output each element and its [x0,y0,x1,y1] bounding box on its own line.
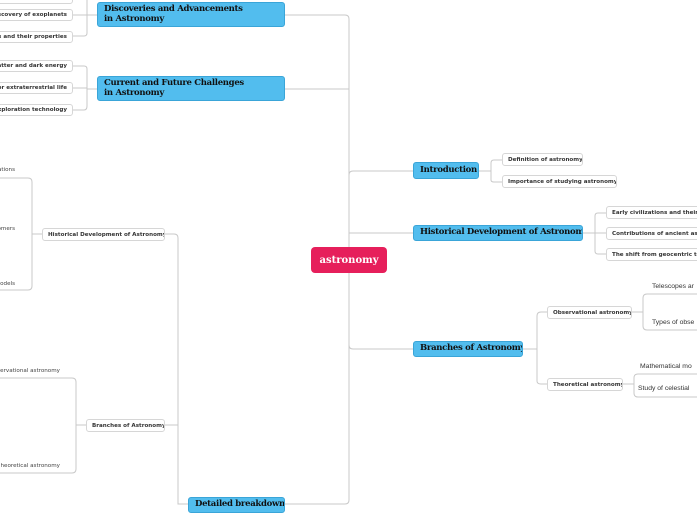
subtopic[interactable]: matter and dark energy [0,60,73,72]
subtopic[interactable]: exploration technology [0,104,73,116]
topic-discoveries[interactable]: Discoveries and Advancements in Astronom… [97,2,285,27]
topic-branches[interactable]: Branches of Astronomy [413,341,523,357]
subtopic[interactable]: Early civilizations and their a [606,206,697,219]
subtopic[interactable]: The shift from geocentric to h [606,248,697,261]
topic-introduction[interactable]: Introduction [413,162,479,179]
topic-label: Introduction [420,164,477,175]
topic-challenges[interactable]: Current and Future Challenges in Astrono… [97,76,285,101]
topic-label: Current and Future Challenges in Astrono… [104,78,244,98]
subtopic[interactable]: Importance of studying astronomy [502,175,617,188]
root-topic[interactable]: astronomy [311,247,387,273]
leaf-text[interactable]: Types of obse [652,319,695,326]
leaf-text[interactable]: odels [0,281,15,287]
subtopic[interactable]: for extraterrestrial life [0,82,73,94]
subtopic[interactable]: Contributions of ancient astr [606,227,697,240]
subtopic[interactable] [0,0,73,4]
leaf-text[interactable]: Study of celestial [638,385,690,392]
subtopic[interactable]: Branches of Astronomy [86,419,165,432]
subtopic[interactable]: Observational astronomy [547,306,632,319]
leaf-text[interactable]: Mathematical mo [640,363,692,370]
subtopic[interactable]: Definition of astronomy [502,153,583,166]
root-label: astronomy [319,254,379,266]
leaf-text[interactable]: heoretical astronomy [0,463,60,469]
topic-label: Detailed breakdown [195,499,285,510]
subtopic[interactable]: discovery of exoplanets [0,9,73,21]
leaf-text[interactable]: ations [0,167,15,173]
topic-detailed-breakdown[interactable]: Detailed breakdown [188,497,285,513]
topic-label: Historical Development of Astronomy [420,227,583,238]
subtopic[interactable]: Theoretical astronomy [547,378,623,391]
subtopic[interactable]: ies and their properties [0,31,73,43]
topic-label: Discoveries and Advancements in Astronom… [104,4,243,24]
leaf-text[interactable]: omers [0,226,15,232]
topic-historical[interactable]: Historical Development of Astronomy [413,225,583,241]
leaf-text[interactable]: ervational astronomy [0,368,60,374]
leaf-text[interactable]: Telescopes ar [652,283,694,290]
subtopic[interactable]: Historical Development of Astronomy [42,228,165,241]
topic-label: Branches of Astronomy [420,343,523,354]
